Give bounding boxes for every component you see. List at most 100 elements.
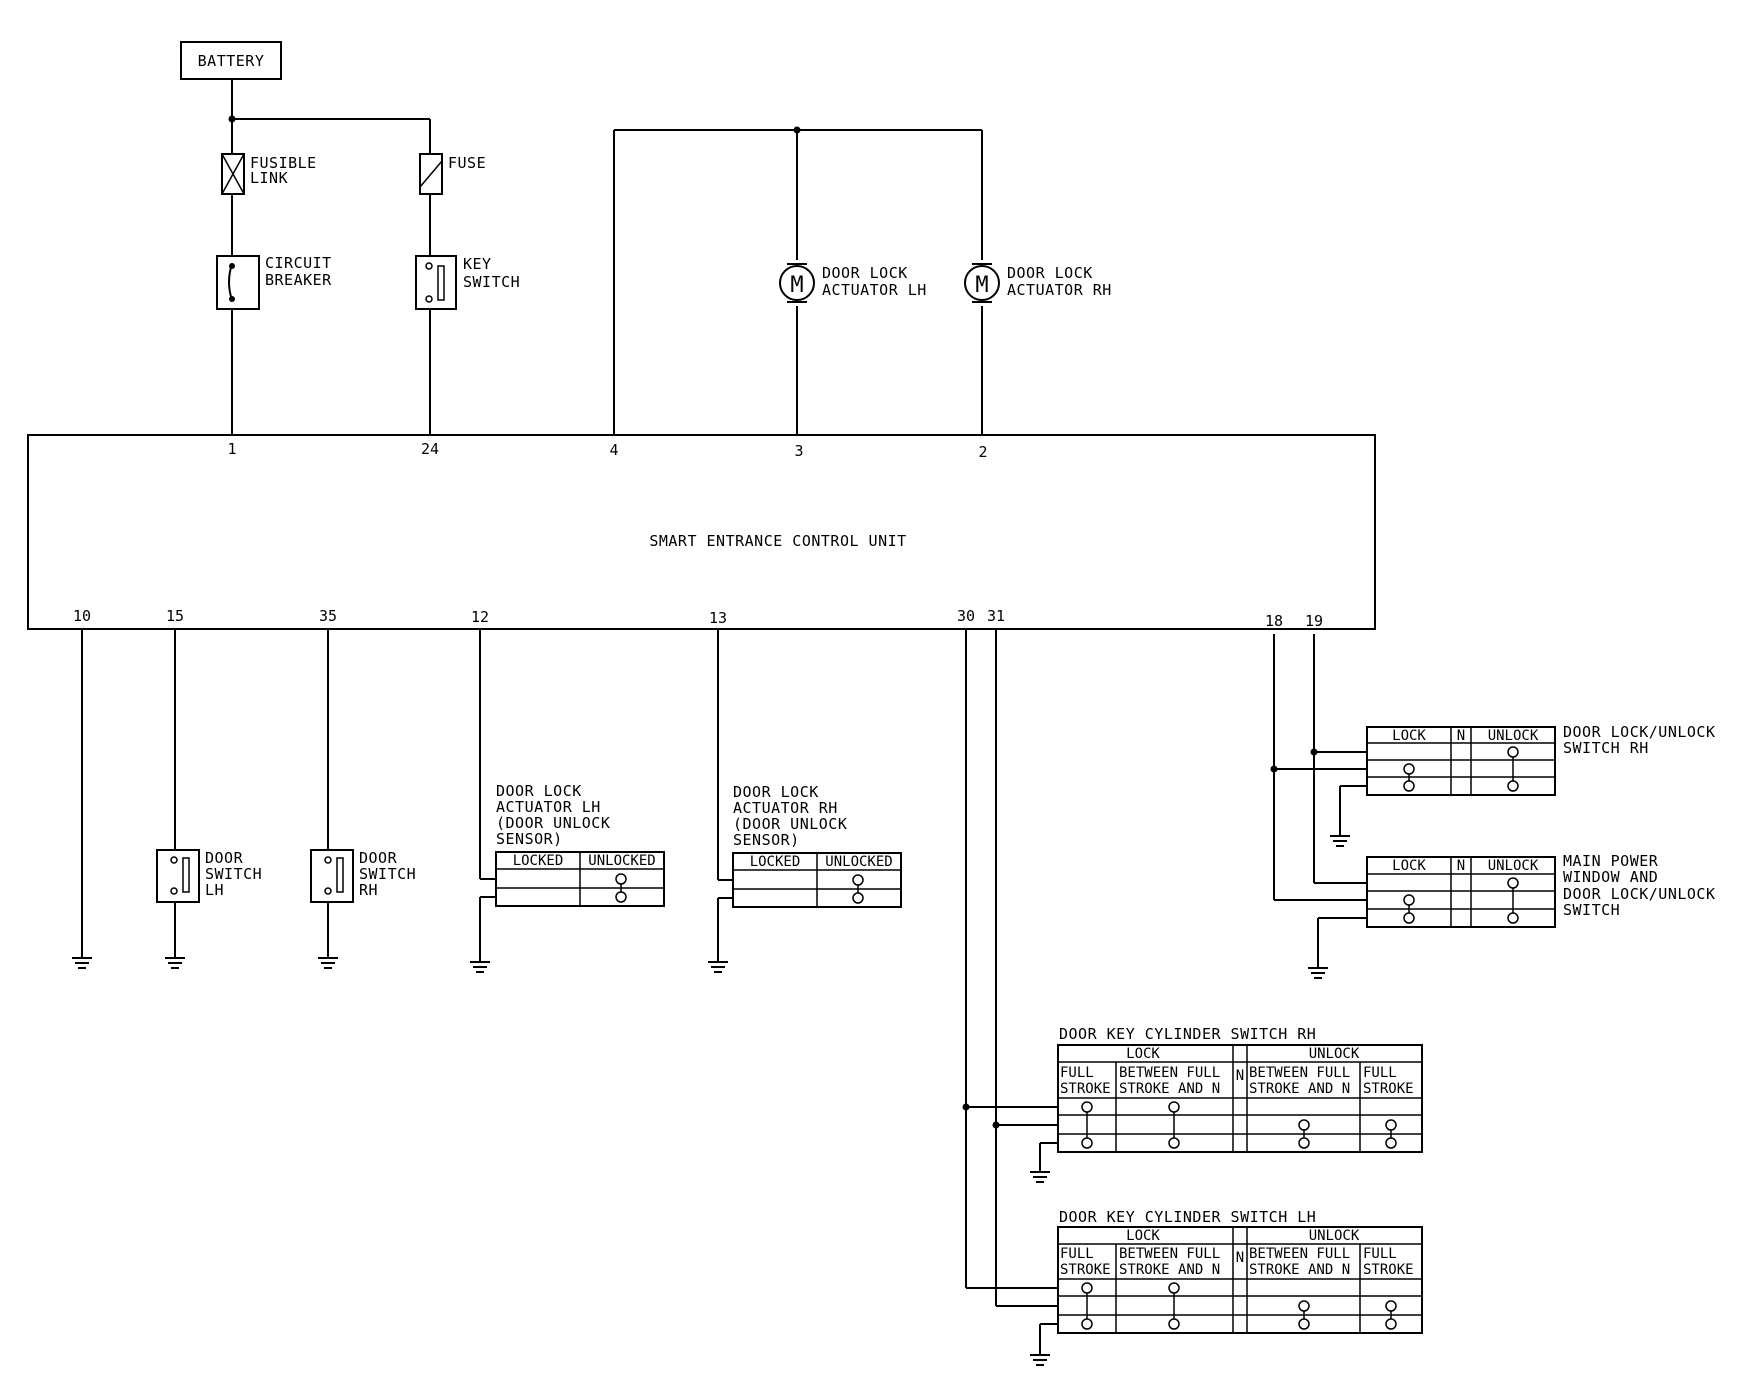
- actuator-lh-label-1: DOOR LOCK: [822, 264, 908, 282]
- motor-rh-symbol: M: [975, 273, 988, 298]
- fuse: FUSE: [419, 153, 486, 195]
- circuit-breaker: CIRCUIT BREAKER: [216, 254, 332, 310]
- main-switch-title-2: WINDOW AND: [1563, 868, 1658, 886]
- key-cyl-rh-col4-a: FULL: [1363, 1065, 1397, 1081]
- key-cyl-rh-lock: LOCK: [1126, 1046, 1160, 1062]
- actuator-rh-label-2: ACTUATOR RH: [1007, 281, 1112, 299]
- door-lock-unlock-switch-rh: LOCK N UNLOCK DOOR LOCK/UNLOCK SWITCH RH: [1366, 723, 1716, 796]
- key-cyl-lh-title: DOOR KEY CYLINDER SWITCH LH: [1059, 1208, 1316, 1226]
- pin-label: 12: [471, 608, 489, 626]
- pin-label: 31: [987, 607, 1005, 625]
- door-switch-rh-label-3: RH: [359, 881, 378, 899]
- fusible-link-label-2: LINK: [250, 169, 288, 187]
- pin-label: 1: [227, 440, 236, 458]
- circuit-breaker-label-2: BREAKER: [265, 271, 332, 289]
- sensor-rh-title-1: DOOR LOCK: [733, 783, 819, 801]
- key-cyl-rh-col2-a: BETWEEN FULL: [1119, 1065, 1220, 1081]
- sensor-lh-header-unlocked: UNLOCKED: [588, 853, 655, 869]
- motor-actuator-rh: M DOOR LOCK ACTUATOR RH: [964, 263, 1112, 303]
- key-cyl-lh-col4-b: STROKE: [1363, 1262, 1414, 1278]
- pin-label: 15: [166, 607, 184, 625]
- key-switch-label-2: SWITCH: [463, 273, 520, 291]
- motor-actuator-lh: M DOOR LOCK ACTUATOR LH: [779, 263, 927, 303]
- door-switch-lh-label-3: LH: [205, 881, 224, 899]
- key-cyl-lh-col1-a: FULL: [1060, 1246, 1094, 1262]
- lock-switch-rh-header-unlock: UNLOCK: [1488, 728, 1539, 744]
- door-switch-lh: DOOR SWITCH LH: [156, 629, 262, 969]
- motor-lh-symbol: M: [790, 273, 803, 298]
- lock-switch-rh-title-2: SWITCH RH: [1563, 739, 1649, 757]
- pin-label: 30: [957, 607, 975, 625]
- key-cyl-rh-title: DOOR KEY CYLINDER SWITCH RH: [1059, 1025, 1316, 1043]
- main-switch-header-lock: LOCK: [1392, 858, 1426, 874]
- door-unlock-sensor-lh: DOOR LOCK ACTUATOR LH (DOOR UNLOCK SENSO…: [470, 629, 665, 973]
- battery-label: BATTERY: [198, 52, 265, 70]
- lock-switch-rh-header-n: N: [1457, 728, 1465, 744]
- key-cyl-rh-col2-b: STROKE AND N: [1119, 1081, 1220, 1097]
- key-cyl-rh-col3-b: STROKE AND N: [1249, 1081, 1350, 1097]
- pin-label: 10: [73, 607, 91, 625]
- sensor-rh-header-locked: LOCKED: [750, 854, 801, 870]
- main-switch-title-3: DOOR LOCK/UNLOCK: [1563, 885, 1716, 903]
- sensor-lh-title-3: (DOOR UNLOCK: [496, 814, 610, 832]
- main-power-window-switch: LOCK N UNLOCK MAIN POWER WINDOW AND DOOR…: [1366, 852, 1716, 928]
- key-cyl-lh-n: N: [1236, 1250, 1244, 1266]
- battery-feed-wires: [228, 79, 431, 154]
- key-cyl-rh-col1-a: FULL: [1060, 1065, 1094, 1081]
- sensor-lh-title-1: DOOR LOCK: [496, 782, 582, 800]
- pin-label: 18: [1265, 612, 1283, 630]
- sensor-rh-header-unlocked: UNLOCKED: [825, 854, 892, 870]
- key-cyl-lh-col2-a: BETWEEN FULL: [1119, 1246, 1220, 1262]
- pin-10-ground: [72, 629, 92, 969]
- battery: BATTERY: [180, 41, 282, 80]
- actuator-wiring: [613, 126, 983, 435]
- key-cyl-rh-col4-b: STROKE: [1363, 1081, 1414, 1097]
- key-cyl-rh-col1-b: STROKE: [1060, 1081, 1111, 1097]
- door-switch-lh-label-2: SWITCH: [205, 865, 262, 883]
- circuit-breaker-label-1: CIRCUIT: [265, 254, 332, 272]
- lock-switch-rh-header-lock: LOCK: [1392, 728, 1426, 744]
- key-cyl-lh-col2-b: STROKE AND N: [1119, 1262, 1220, 1278]
- door-unlock-sensor-rh: DOOR LOCK ACTUATOR RH (DOOR UNLOCK SENSO…: [708, 629, 902, 973]
- door-key-cylinder-switch-lh: DOOR KEY CYLINDER SWITCH LH LOCK N UNLOC…: [1057, 1208, 1423, 1334]
- lock-switch-rh-title-1: DOOR LOCK/UNLOCK: [1563, 723, 1716, 741]
- key-cyl-lh-col3-b: STROKE AND N: [1249, 1262, 1350, 1278]
- sensor-rh-title-3: (DOOR UNLOCK: [733, 815, 847, 833]
- main-switch-title-1: MAIN POWER: [1563, 852, 1659, 870]
- sensor-rh-title-2: ACTUATOR RH: [733, 799, 838, 817]
- actuator-lh-label-2: ACTUATOR LH: [822, 281, 927, 299]
- pins-18-19-wiring: [1270, 634, 1367, 979]
- key-cyl-lh-unlock: UNLOCK: [1309, 1228, 1360, 1244]
- actuator-rh-label-1: DOOR LOCK: [1007, 264, 1093, 282]
- key-switch: KEY SWITCH: [415, 255, 520, 310]
- smart-entrance-control-unit: SMART ENTRANCE CONTROL UNIT: [27, 434, 1376, 630]
- key-switch-label-1: KEY: [463, 255, 492, 273]
- sensor-lh-title-2: ACTUATOR LH: [496, 798, 601, 816]
- door-switch-rh-label-1: DOOR: [359, 849, 398, 867]
- door-switch-rh: DOOR SWITCH RH: [310, 629, 416, 969]
- key-cyl-lh-col3-a: BETWEEN FULL: [1249, 1246, 1350, 1262]
- pin-label: 13: [709, 609, 727, 627]
- main-switch-header-unlock: UNLOCK: [1488, 858, 1539, 874]
- key-cyl-rh-unlock: UNLOCK: [1309, 1046, 1360, 1062]
- key-cyl-lh-lock: LOCK: [1126, 1228, 1160, 1244]
- fusible-link-label-1: FUSIBLE: [250, 154, 317, 172]
- top-pin-labels: 1 24 4 3 2: [227, 440, 987, 461]
- pin-label: 2: [978, 443, 987, 461]
- pin-label: 19: [1305, 612, 1323, 630]
- control-unit-label: SMART ENTRANCE CONTROL UNIT: [649, 532, 906, 550]
- main-switch-header-n: N: [1457, 858, 1465, 874]
- sensor-lh-header-locked: LOCKED: [513, 853, 564, 869]
- door-switch-lh-label-1: DOOR: [205, 849, 244, 867]
- sensor-rh-title-4: SENSOR): [733, 831, 800, 849]
- key-cyl-lh-col1-b: STROKE: [1060, 1262, 1111, 1278]
- sensor-lh-title-4: SENSOR): [496, 830, 563, 848]
- fusible-link: FUSIBLE LINK: [221, 153, 317, 195]
- fuse-label: FUSE: [448, 154, 486, 172]
- door-switch-rh-label-2: SWITCH: [359, 865, 416, 883]
- pin-label: 35: [319, 607, 337, 625]
- pin-label: 3: [794, 442, 803, 460]
- door-key-cylinder-switch-rh: DOOR KEY CYLINDER SWITCH RH LOCK N UNLOC…: [1057, 1025, 1423, 1153]
- key-cyl-rh-col3-a: BETWEEN FULL: [1249, 1065, 1350, 1081]
